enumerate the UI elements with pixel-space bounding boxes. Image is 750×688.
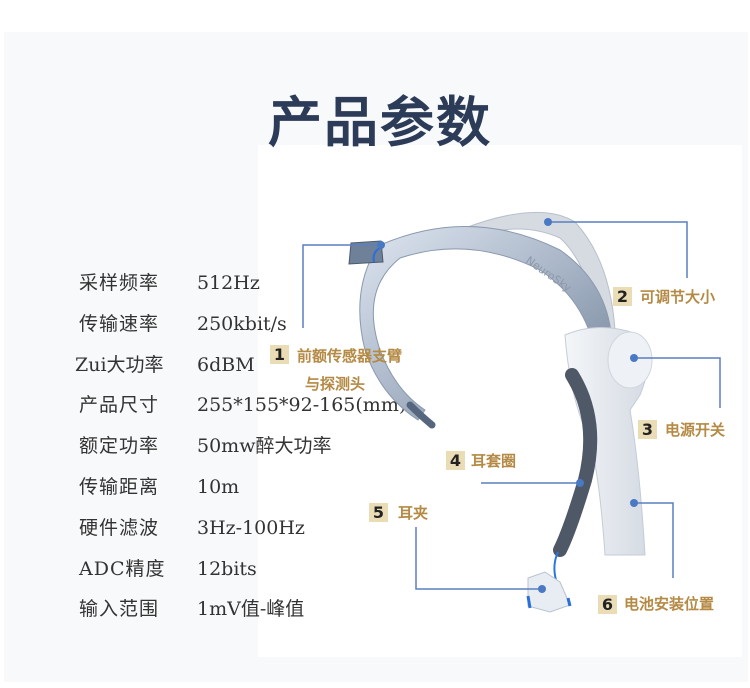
callout-label: 耳套圈	[471, 452, 517, 470]
spec-label: 采样频率	[79, 272, 160, 294]
spec-row: 传输速率 250kbit/s	[79, 309, 287, 336]
callout-number: 4	[446, 451, 465, 470]
spec-value: 512Hz	[197, 272, 260, 294]
callout-label: 可调节大小	[640, 288, 716, 306]
spec-row: 传输距离 10m	[79, 472, 239, 499]
callout-number: 2	[613, 287, 632, 306]
spec-value: 50mw醉大功率	[197, 435, 332, 457]
leader-lines	[302, 221, 721, 590]
ear-loop	[553, 368, 598, 557]
spec-label: 产品尺寸	[79, 394, 160, 416]
spec-row: 硬件滤波 3Hz-100Hz	[79, 513, 305, 540]
spec-label: Zui大功率	[75, 354, 164, 376]
callout-label: 电池安装位置	[624, 595, 715, 613]
spec-row: 产品尺寸 255*155*92-165(mm)	[79, 390, 406, 417]
spec-row: 额定功率 50mw醉大功率	[79, 431, 331, 458]
spec-value: 12bits	[197, 558, 257, 580]
callout-label: 电源开关	[665, 421, 726, 439]
spec-label: 传输速率	[79, 313, 160, 335]
callout-label: 耳夹	[398, 504, 429, 522]
spec-value: 10m	[197, 476, 240, 498]
spec-value: 6dBM	[197, 354, 255, 376]
spec-label: 硬件滤波	[79, 517, 160, 539]
forehead-sensor-arm	[359, 226, 613, 421]
spec-label: 输入范围	[79, 598, 160, 620]
spec-row: ADC精度 12bits	[79, 554, 257, 581]
power-switch	[607, 331, 653, 389]
spec-row: Zui大功率 6dBM	[75, 350, 255, 377]
callout-number: 6	[598, 595, 617, 614]
spec-label: ADC精度	[79, 558, 166, 580]
leader-dots	[377, 218, 638, 593]
callout-label-line2: 与探测头	[305, 375, 366, 393]
spec-value: 250kbit/s	[197, 313, 287, 335]
callout-number: 3	[638, 420, 657, 439]
spec-value: 3Hz-100Hz	[197, 517, 305, 539]
spec-label: 传输距离	[79, 476, 160, 498]
spec-row: 输入范围 1mV值-峰值	[79, 594, 304, 621]
ear-clip	[527, 571, 571, 613]
spec-value: 1mV值-峰值	[197, 598, 305, 620]
callout-number: 5	[369, 503, 388, 522]
callout-number: 1	[270, 345, 289, 364]
spec-row: 采样频率 512Hz	[79, 268, 260, 295]
page-title: 产品参数	[268, 91, 492, 154]
spec-value: 255*155*92-165(mm)	[197, 394, 407, 416]
spec-label: 额定功率	[79, 435, 160, 457]
callout-label: 前额传感器支臂	[297, 347, 403, 365]
